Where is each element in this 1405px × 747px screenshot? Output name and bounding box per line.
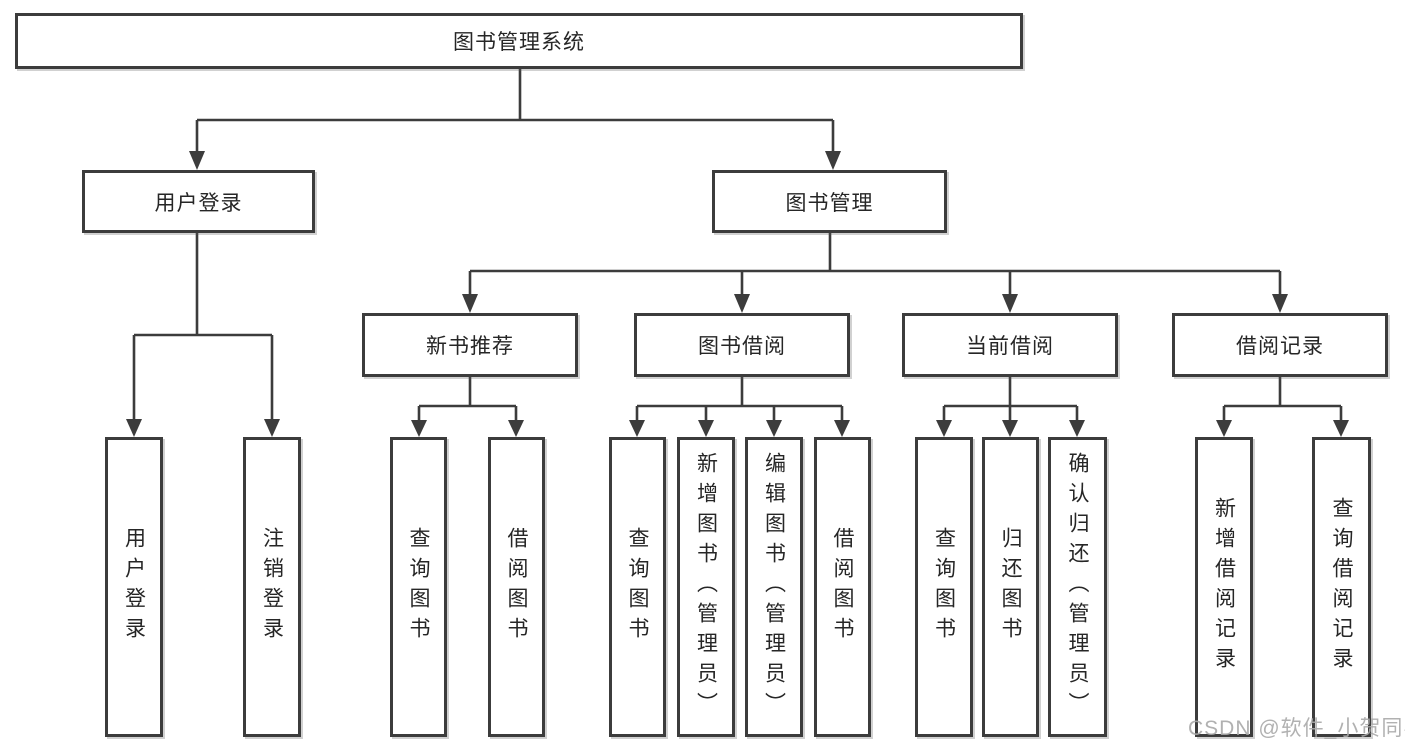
leaf-label: 确认归还（管理员） [1066, 452, 1089, 722]
node-label: 新书推荐 [426, 335, 514, 358]
leaf-label: 注销登录 [260, 527, 284, 647]
leaf-label: 新增借阅记录 [1212, 497, 1236, 677]
arrow-down-icon [1216, 420, 1232, 437]
node-book-management: 图书管理 [712, 170, 947, 233]
arrow-down-icon [698, 420, 714, 437]
node-label: 借阅记录 [1236, 335, 1324, 358]
arrow-down-icon [1002, 420, 1018, 437]
arrow-down-icon [411, 420, 427, 437]
leaf-query-books-recommend: 查询图书 [390, 437, 447, 737]
leaf-add-borrow-record: 新增借阅记录 [1195, 437, 1253, 737]
leaf-query-books-borrowing: 查询图书 [609, 437, 666, 737]
arrow-down-icon [1069, 420, 1085, 437]
arrow-down-icon [126, 419, 142, 437]
leaf-label: 编辑图书（管理员） [762, 452, 786, 722]
arrowheads [126, 151, 1349, 437]
leaf-label: 归还图书 [999, 527, 1022, 647]
arrow-down-icon [189, 151, 205, 170]
node-label: 当前借阅 [966, 335, 1054, 358]
arrow-down-icon [766, 420, 782, 437]
leaf-label: 新增图书（管理员） [694, 452, 718, 722]
watermark: CSDN @软件_小贺同学 [1188, 717, 1405, 740]
arrow-down-icon [834, 420, 850, 437]
leaf-user-login: 用户登录 [105, 437, 163, 737]
leaf-add-book-admin: 新增图书（管理员） [677, 437, 735, 737]
leaf-label: 查询借阅记录 [1330, 497, 1353, 677]
node-label: 用户登录 [154, 191, 243, 215]
leaf-edit-book-admin: 编辑图书（管理员） [745, 437, 803, 737]
leaf-label: 查询图书 [626, 527, 649, 647]
leaf-label: 借阅图书 [505, 527, 528, 647]
node-root-label: 图书管理系统 [453, 31, 585, 54]
arrow-down-icon [629, 420, 645, 437]
node-current-borrowing: 当前借阅 [902, 313, 1118, 377]
arrow-down-icon [1333, 420, 1349, 437]
leaf-label: 查询图书 [407, 527, 430, 647]
node-root: 图书管理系统 [15, 13, 1023, 69]
arrow-down-icon [734, 294, 750, 313]
node-borrowing-records: 借阅记录 [1172, 313, 1388, 377]
node-book-borrowing: 图书借阅 [634, 313, 850, 377]
leaf-borrow-books-recommend: 借阅图书 [488, 437, 545, 737]
node-user-login: 用户登录 [82, 170, 315, 233]
arrow-down-icon [462, 294, 478, 313]
arrow-down-icon [825, 151, 841, 170]
arrow-down-icon [1002, 294, 1018, 313]
leaf-query-borrow-record: 查询借阅记录 [1312, 437, 1371, 737]
node-label: 图书管理 [785, 191, 874, 215]
arrow-down-icon [264, 419, 280, 437]
arrow-down-icon [508, 420, 524, 437]
leaf-return-book: 归还图书 [982, 437, 1039, 737]
arrow-down-icon [936, 420, 952, 437]
node-label: 图书借阅 [698, 335, 786, 358]
leaf-query-books-current: 查询图书 [915, 437, 973, 737]
leaf-confirm-return-admin: 确认归还（管理员） [1048, 437, 1107, 737]
node-new-book-recommend: 新书推荐 [362, 313, 578, 377]
arrow-down-icon [1272, 294, 1288, 313]
leaf-borrow-books: 借阅图书 [814, 437, 871, 737]
leaf-logout: 注销登录 [243, 437, 301, 737]
leaf-label: 用户登录 [122, 527, 146, 647]
leaf-label: 借阅图书 [831, 527, 854, 647]
leaf-label: 查询图书 [932, 527, 956, 647]
